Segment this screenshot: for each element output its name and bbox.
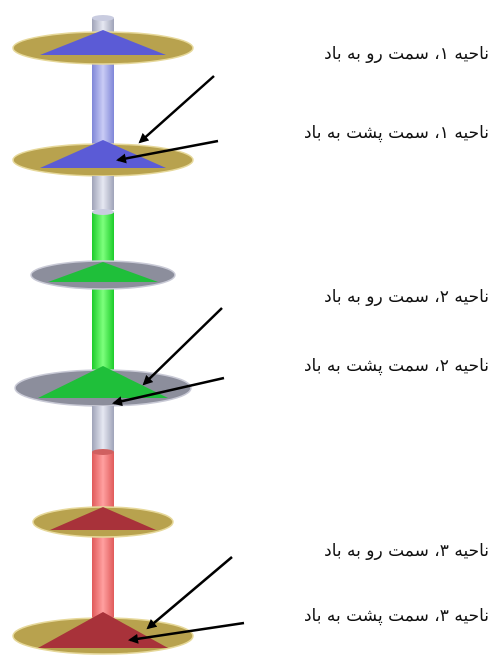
zone3-shaft-cap <box>92 449 114 455</box>
zone1-top-windward-face <box>40 30 166 55</box>
label-zone2-leeward: ناحیه ۲، سمت پشت به باد <box>303 356 489 376</box>
zone2-shaft-cap <box>92 209 114 215</box>
arrow-zone1-leeward <box>116 139 219 164</box>
label-zone3-leeward: ناحیه ۳، سمت پشت به باد <box>303 606 489 626</box>
label-zone1-leeward: ناحیه ۱، سمت پشت به باد <box>303 123 489 143</box>
zone1-leeward-face <box>40 140 166 168</box>
label-zone1-windward: ناحیه ۱، سمت رو به باد <box>324 44 489 64</box>
zone2-leeward-face <box>38 366 168 398</box>
zone1-assembly <box>12 15 194 210</box>
arrow-zone2-windward <box>142 307 223 386</box>
label-zone3-windward: ناحیه ۳، سمت رو به باد <box>324 541 489 561</box>
zone1-shaft-lower-segment <box>92 176 114 210</box>
zone3-top-windward-face <box>50 507 156 530</box>
zone2-top-windward-face <box>48 262 158 282</box>
arrow-zone2-leeward <box>112 376 225 407</box>
arrow-zone1-windward <box>138 75 215 144</box>
zone2-assembly <box>14 209 192 452</box>
zone1-shaft-cap-end <box>92 15 114 21</box>
pointer-arrows <box>112 75 245 644</box>
zone2-shaft-lower-segment <box>92 406 114 452</box>
zone3-assembly <box>12 449 194 655</box>
arrow-zone3-windward <box>146 556 233 630</box>
zone3-shaft <box>92 452 114 642</box>
arrow-zone3-leeward <box>128 621 245 644</box>
label-zone2-windward: ناحیه ۲، سمت رو به باد <box>324 287 489 307</box>
